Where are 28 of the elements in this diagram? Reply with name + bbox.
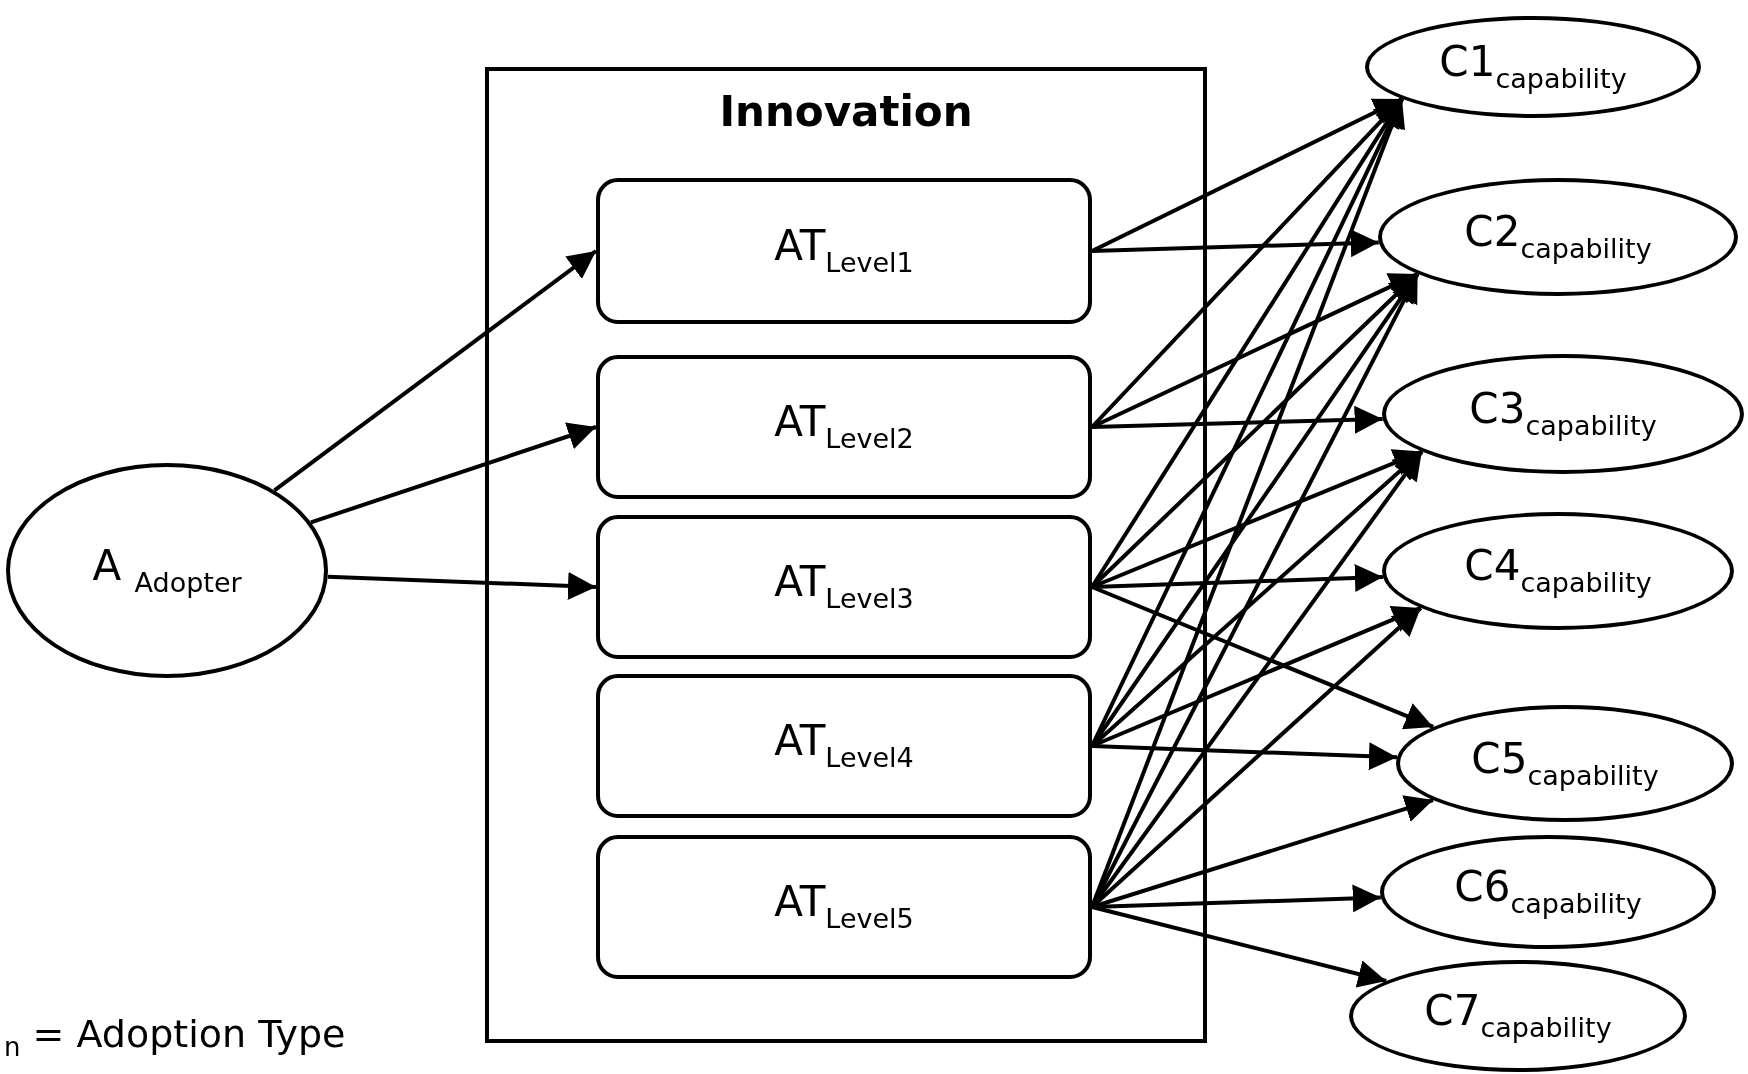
- adoption-type-box: [596, 515, 1092, 659]
- adoption-type-box: [596, 178, 1092, 324]
- arrow: [1091, 742, 1398, 771]
- node-label: C4$_{capability}$: [1464, 545, 1652, 597]
- node-label: AT$_{Level4}$: [774, 720, 914, 772]
- frame-title: Innovation: [719, 91, 973, 133]
- node-label: AT$_{Level1}$: [774, 225, 914, 277]
- node-label: C7$_{capability}$: [1424, 990, 1612, 1042]
- node-label: C5$_{capability}$: [1471, 737, 1659, 790]
- adoption-type-box: [596, 835, 1092, 979]
- arrow: [1091, 585, 1434, 730]
- legend-note: $_{n}$ = Adoption Type: [4, 1012, 346, 1062]
- arrow: [1091, 905, 1387, 988]
- node-label: A $_{Adopter}$: [92, 544, 242, 597]
- node-label: AT$_{Level5}$: [774, 881, 914, 933]
- node-label: C3$_{capability}$: [1469, 388, 1657, 440]
- adoption-type-box: [596, 355, 1092, 499]
- innovation-frame: [485, 67, 1207, 1043]
- node-label: C6$_{capability}$: [1454, 866, 1642, 918]
- node-label: AT$_{Level3}$: [774, 561, 914, 613]
- arrow: [1091, 229, 1379, 258]
- arrow: [327, 571, 597, 600]
- node-label: C2$_{capability}$: [1464, 211, 1652, 263]
- node-label: C1$_{capability}$: [1439, 41, 1627, 93]
- arrow: [1091, 405, 1383, 434]
- adoption-type-box: [596, 674, 1092, 818]
- node-label: AT$_{Level2}$: [774, 401, 914, 453]
- arrow: [273, 249, 598, 493]
